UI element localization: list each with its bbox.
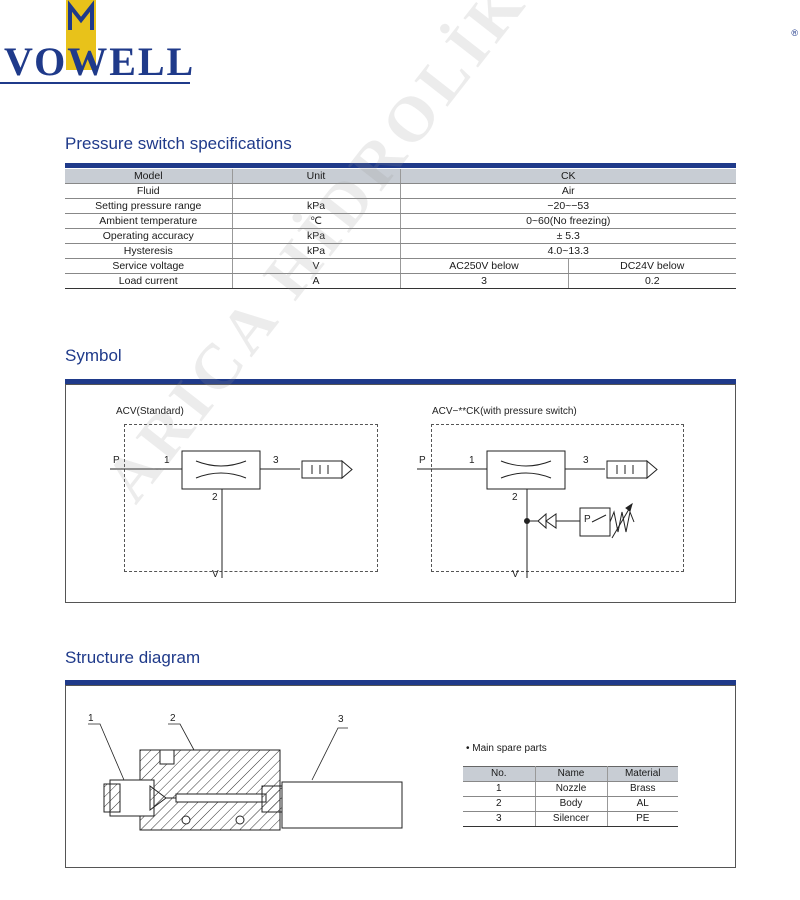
part-name: Nozzle [535, 781, 608, 797]
part-material: Brass [607, 781, 678, 797]
left-port-3: 3 [273, 455, 279, 466]
table-row: Service voltage V AC250V below DC24V bel… [65, 258, 736, 274]
right-port-v: V [512, 569, 519, 580]
right-port-1: 1 [469, 455, 475, 466]
vowell-logo: VOWELL ® [0, 0, 798, 86]
symbol-right-caption: ACV−**CK(with pressure switch) [432, 406, 577, 417]
symbol-frame [65, 384, 736, 603]
spec-section-title: Pressure switch specifications [65, 134, 292, 153]
spec-label: Operating accuracy [65, 228, 233, 244]
spec-header-unit: Unit [232, 169, 401, 184]
table-row: Operating accuracy kPa ± 5.3 [65, 228, 736, 244]
spec-value: Air [400, 183, 736, 199]
left-port-p: P [113, 455, 120, 466]
callout-3: 3 [338, 714, 344, 725]
left-port-v: V [212, 569, 219, 580]
spec-value: ± 5.3 [400, 228, 736, 244]
part-material: AL [607, 796, 678, 812]
spec-label: Service voltage [65, 258, 233, 274]
logo-wordmark: VOWELL [4, 39, 196, 84]
switch-port-p: P [584, 514, 591, 525]
spec-label: Load current [65, 273, 233, 289]
spec-value: −20~−53 [400, 198, 736, 214]
spec-unit: kPa [232, 243, 401, 259]
symbol-section-title: Symbol [65, 346, 122, 365]
table-row: Fluid Air [65, 183, 736, 199]
right-symbol [417, 450, 658, 578]
spec-value: 4.0~13.3 [400, 243, 736, 259]
spec-unit [232, 183, 401, 199]
spec-value-ac: 3 [400, 273, 569, 289]
part-name: Body [535, 796, 608, 812]
spec-value-dc: 0.2 [568, 273, 736, 289]
registered-mark: ® [791, 28, 798, 38]
spec-header-model: Model [65, 169, 233, 184]
spec-label: Fluid [65, 183, 233, 199]
table-row: 1 Nozzle Brass [463, 781, 678, 797]
symbol-right-box [431, 424, 684, 572]
spec-unit: kPa [232, 198, 401, 214]
spec-table: Model Unit CK Fluid Air Setting pressure… [65, 169, 736, 289]
table-row: Hysteresis kPa 4.0~13.3 [65, 243, 736, 259]
spec-label: Setting pressure range [65, 198, 233, 214]
spec-header-row: Model Unit CK [65, 169, 736, 184]
table-row: Ambient temperature ℃ 0~60(No freezing) [65, 213, 736, 229]
table-row: 3 Silencer PE [463, 811, 678, 827]
logo-underline [0, 82, 190, 84]
table-row: Load current A 3 0.2 [65, 273, 736, 289]
parts-header-no: No. [463, 766, 536, 782]
spec-unit: ℃ [232, 213, 401, 229]
right-port-p: P [419, 455, 426, 466]
spec-value-ac: AC250V below [400, 258, 569, 274]
spec-section-bar [65, 163, 736, 168]
spec-unit: kPa [232, 228, 401, 244]
spec-value: 0~60(No freezing) [400, 213, 736, 229]
spec-unit: A [232, 273, 401, 289]
spec-unit: V [232, 258, 401, 274]
symbol-left-caption: ACV(Standard) [116, 406, 184, 417]
left-symbol [110, 450, 353, 578]
part-no: 2 [463, 796, 536, 812]
callout-1: 1 [88, 713, 94, 724]
structure-section-title: Structure diagram [65, 648, 201, 667]
part-no: 3 [463, 811, 536, 827]
parts-title: • Main spare parts [466, 743, 547, 754]
left-port-2: 2 [212, 492, 218, 503]
part-name: Silencer [535, 811, 608, 827]
table-row: Setting pressure range kPa −20~−53 [65, 198, 736, 214]
right-port-2: 2 [512, 492, 518, 503]
table-row: 2 Body AL [463, 796, 678, 812]
parts-header-name: Name [535, 766, 608, 782]
symbol-section-bar [65, 379, 736, 384]
spec-value-dc: DC24V below [568, 258, 736, 274]
part-no: 1 [463, 781, 536, 797]
left-port-1: 1 [164, 455, 170, 466]
logo-mark-icon [66, 0, 96, 70]
structure-section-bar [65, 680, 736, 685]
callout-2: 2 [170, 713, 176, 724]
part-material: PE [607, 811, 678, 827]
spec-header-ck: CK [400, 169, 736, 184]
spec-label: Hysteresis [65, 243, 233, 259]
spec-label: Ambient temperature [65, 213, 233, 229]
right-port-3: 3 [583, 455, 589, 466]
parts-header-row: No. Name Material [463, 766, 678, 782]
symbol-left-box [124, 424, 378, 572]
structure-frame [65, 685, 736, 868]
parts-header-material: Material [607, 766, 678, 782]
parts-table: No. Name Material 1 Nozzle Brass 2 Body … [463, 766, 678, 827]
